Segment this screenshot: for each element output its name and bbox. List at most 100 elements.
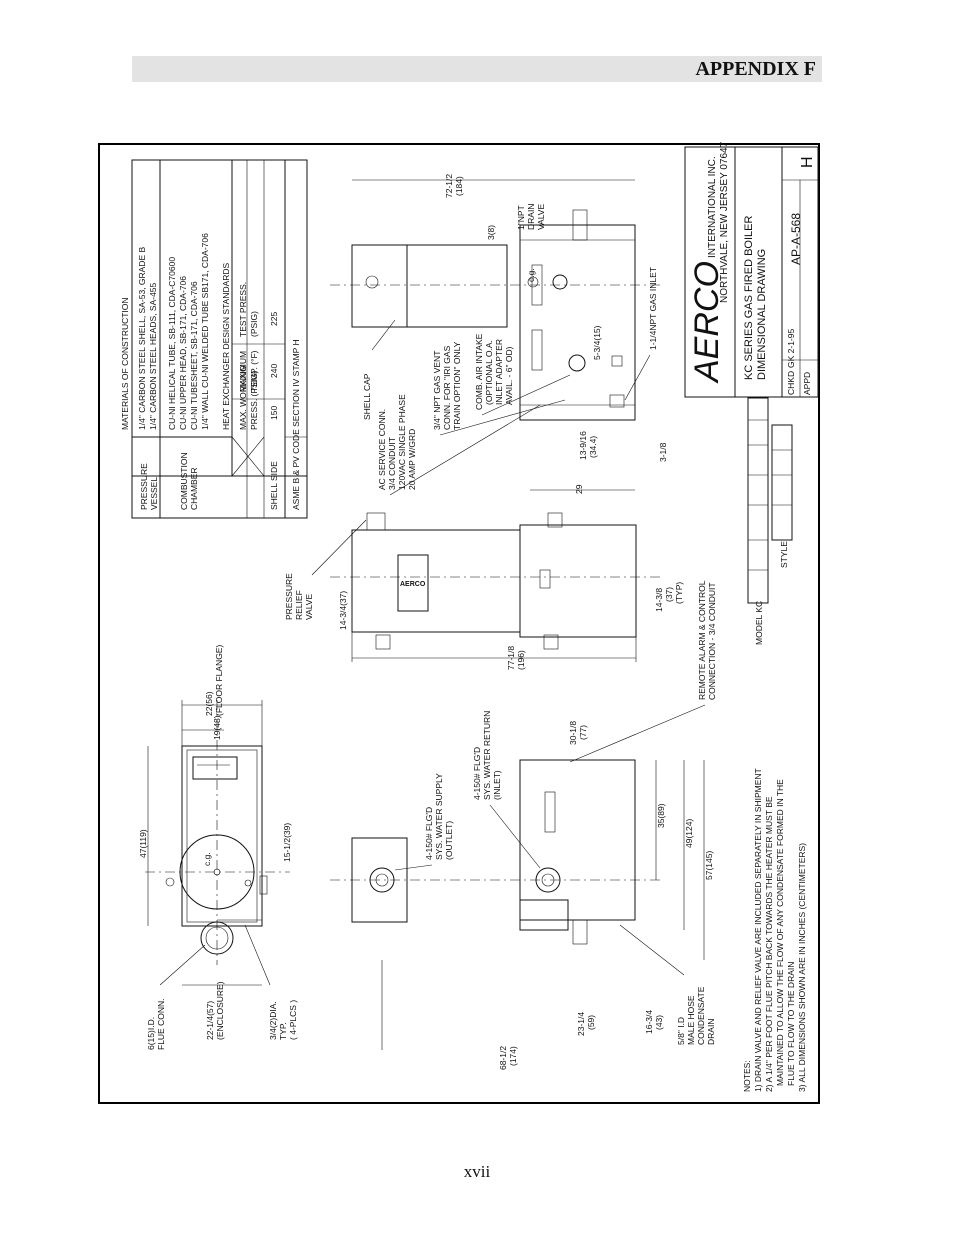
title-block: AERCO INTERNATIONAL INC. NORTHVALE, NEW …	[684, 141, 819, 645]
side-view: AERCO PRESSURE RELIEF VALVE 77-1/8 (196)…	[284, 512, 717, 763]
col-mt-2: TEMP. (°F)	[249, 350, 259, 392]
plan-view: c.g. 47(119) 22(56) (FLOOR FLANGE) 19(48…	[138, 645, 298, 1050]
supply-1: 4-150# FLG'D	[424, 807, 434, 860]
col-mwp-1: MAX. WORKING	[238, 365, 248, 430]
drawing-frame	[98, 143, 820, 1104]
air-2: (OPTIONAL O.A.	[484, 340, 494, 405]
dim-14-3-8-1: 14-3/8	[654, 588, 664, 612]
model-kc-label: MODEL KC	[754, 601, 764, 645]
col-tp-1: TEST PRESS.	[238, 282, 248, 337]
front-view: c.g. SHELL CAP AC SERVICE CONN. 3/4 COND…	[330, 174, 668, 496]
plan-cg: c.g.	[202, 852, 212, 866]
cc-material-4: 1/4" WALL CU-NI WELDED TUBE SB171, CDA-7…	[200, 233, 210, 430]
style-label: STYLE	[779, 541, 789, 568]
drain-1: 1"NPT	[516, 205, 526, 230]
prv-1: PRESSURE	[284, 573, 294, 620]
dim-19-48: 19(48)	[212, 715, 222, 740]
dim-16-1: 16-3/4	[644, 1010, 654, 1034]
asme-note: ASME B & PV CODE SECTION IV STAMP H	[291, 339, 301, 510]
standards-title: HEAT EXCHANGER DESIGN STANDARDS	[221, 262, 231, 430]
dim-23-2: (59)	[586, 1015, 596, 1030]
title-desc-2: DIMENSIONAL DRAWING	[756, 249, 768, 380]
return-3: (INLET)	[492, 770, 502, 800]
remote-2: CONNECTION - 3/4 CONDUIT	[707, 582, 717, 700]
flange-dim-1: 22(56)	[204, 691, 214, 716]
note-1: 1) DRAIN VALVE AND RELIEF VALVE ARE INCL…	[753, 768, 763, 1092]
tp-value: 225	[269, 312, 279, 326]
pv-material-1: 1/4" CARBON STEEL SHELL, SA-53, GRADE B	[137, 247, 147, 430]
dim-30-1: 30-1/8	[568, 721, 578, 745]
aerco-logo: AERCO	[688, 261, 726, 384]
cc-material-2: CU-NI UPPER HEAD, SB-171, CDA-706	[178, 276, 188, 430]
dim-77-2: (196)	[516, 650, 526, 670]
vent-1: 3/4" NPT GAS VENT	[432, 351, 442, 430]
dim-68-1: 68-1/2	[498, 1046, 508, 1070]
appendix-title: APPENDIX F	[695, 58, 816, 80]
ac-1: AC SERVICE CONN.	[377, 409, 387, 490]
enclosure-dim-1: 22-1/4(57)	[205, 1001, 215, 1040]
appd-label: APPD	[802, 372, 812, 395]
prv-2: RELIEF	[294, 590, 304, 620]
dim-5-3-4: 5-3/4(15)	[592, 325, 602, 360]
dim-30-2: (77)	[578, 725, 588, 740]
air-4: AVAIL. - 6" OD)	[504, 346, 514, 405]
hose-3: CONDENSATE	[696, 986, 706, 1045]
cc-label-1: COMBUSTION	[179, 452, 189, 510]
dim-47: 47(119)	[138, 829, 148, 858]
revision-letter: H	[799, 156, 816, 168]
dim-57: 57(145)	[704, 851, 714, 880]
dia-note-2: TYP.	[278, 1022, 288, 1040]
hose-1: 5/8" I.D	[676, 1017, 686, 1045]
dim-13-9-16-1: 13-9/16	[578, 431, 588, 460]
dim-77-1: 77-1/8	[506, 646, 516, 670]
side-logo: AERCO	[400, 581, 426, 588]
note-2a: 2) A 1/4" PER FOOT FLUE PITCH BACK TOWAR…	[764, 796, 774, 1092]
vent-3: TRAIN OPTION" ONLY	[452, 341, 462, 430]
dim-14-3-4: 14-3/4(37)	[338, 591, 348, 630]
flue-conn-2: FLUE CONN.	[156, 999, 166, 1050]
ac-4: 20 AMP W/GRD	[407, 429, 417, 490]
col-mt-1: MAXIMUM	[238, 351, 248, 392]
dia-note-3: ( 4-PLCS )	[288, 1000, 298, 1040]
gas-inlet-label: 1-1/4NPT GAS INLET	[648, 267, 658, 350]
cc-material-3: CU-NI TUBESHEET, SB-171, CDA-706	[189, 281, 199, 430]
dia-note-1: 3/4(2)DIA.	[268, 1001, 278, 1040]
pv-label-2: VESSEL	[149, 477, 159, 510]
note-3: 3) ALL DIMENSIONS SHOWN ARE IN INCHES (C…	[797, 843, 807, 1092]
mt-value: 240	[269, 364, 279, 378]
dim-14-3-8-3: (TYP)	[674, 582, 684, 604]
return-2: SYS. WATER RETURN	[482, 711, 492, 800]
drawing-number: AP-A-568	[789, 213, 803, 265]
air-1: COMB. AIR INTAKE	[474, 333, 484, 410]
remote-1: REMOTE ALARM & CONTROL	[697, 580, 707, 700]
hose-4: DRAIN	[706, 1019, 716, 1045]
company-address: NORTHVALE, NEW JERSEY 07647	[719, 141, 730, 303]
notes: NOTES: 1) DRAIN VALVE AND RELIEF VALVE A…	[742, 768, 807, 1092]
pv-material-2: 1/4" CARBON STEEL HEADS, SA-455	[148, 282, 158, 430]
chkd-label: CHKD	[786, 371, 796, 395]
front-cg: c.g.	[526, 268, 536, 282]
note-2c: FLUE TO FLOW TO THE DRAIN	[786, 962, 796, 1086]
col-tp-2: (PSIG)	[249, 311, 259, 337]
enclosure-dim-2: (ENCLOSURE)	[215, 981, 225, 1040]
dim-3-1-8: 3-1/8	[658, 442, 668, 462]
row-label: SHELL SIDE	[269, 461, 279, 510]
flue-conn-1: 6(15)I.D.	[146, 1017, 156, 1050]
dim-68-2: (174)	[508, 1046, 518, 1066]
supply-2: SYS. WATER SUPPLY	[434, 773, 444, 860]
dim-23-1: 23-1/4	[576, 1012, 586, 1036]
dim-16-2: (43)	[654, 1015, 664, 1030]
page-number: xvii	[463, 1162, 491, 1181]
dim-35: 35(89)	[656, 803, 666, 828]
title-desc-1: KC SERIES GAS FIRED BOILER	[743, 216, 755, 380]
dim-72-1: 72-1/2	[444, 174, 454, 198]
appendix-header-bar: APPENDIX F	[132, 56, 822, 82]
materials-title: MATERIALS OF CONSTRUCTION	[120, 297, 130, 430]
dim-3-8: 3(8)	[486, 225, 496, 240]
note-2b: MAINTAINED TO ALLOW THE FLOW OF ANY COND…	[775, 779, 785, 1086]
vent-2: CONN. FOR "IRI GAS	[442, 345, 452, 430]
flange-dim-2: (FLOOR FLANGE)	[214, 645, 224, 716]
drain-2: DRAIN	[526, 204, 536, 230]
pv-label-1: PRESSURE	[139, 463, 149, 510]
dim-14-3-8-2: (37)	[664, 587, 674, 602]
